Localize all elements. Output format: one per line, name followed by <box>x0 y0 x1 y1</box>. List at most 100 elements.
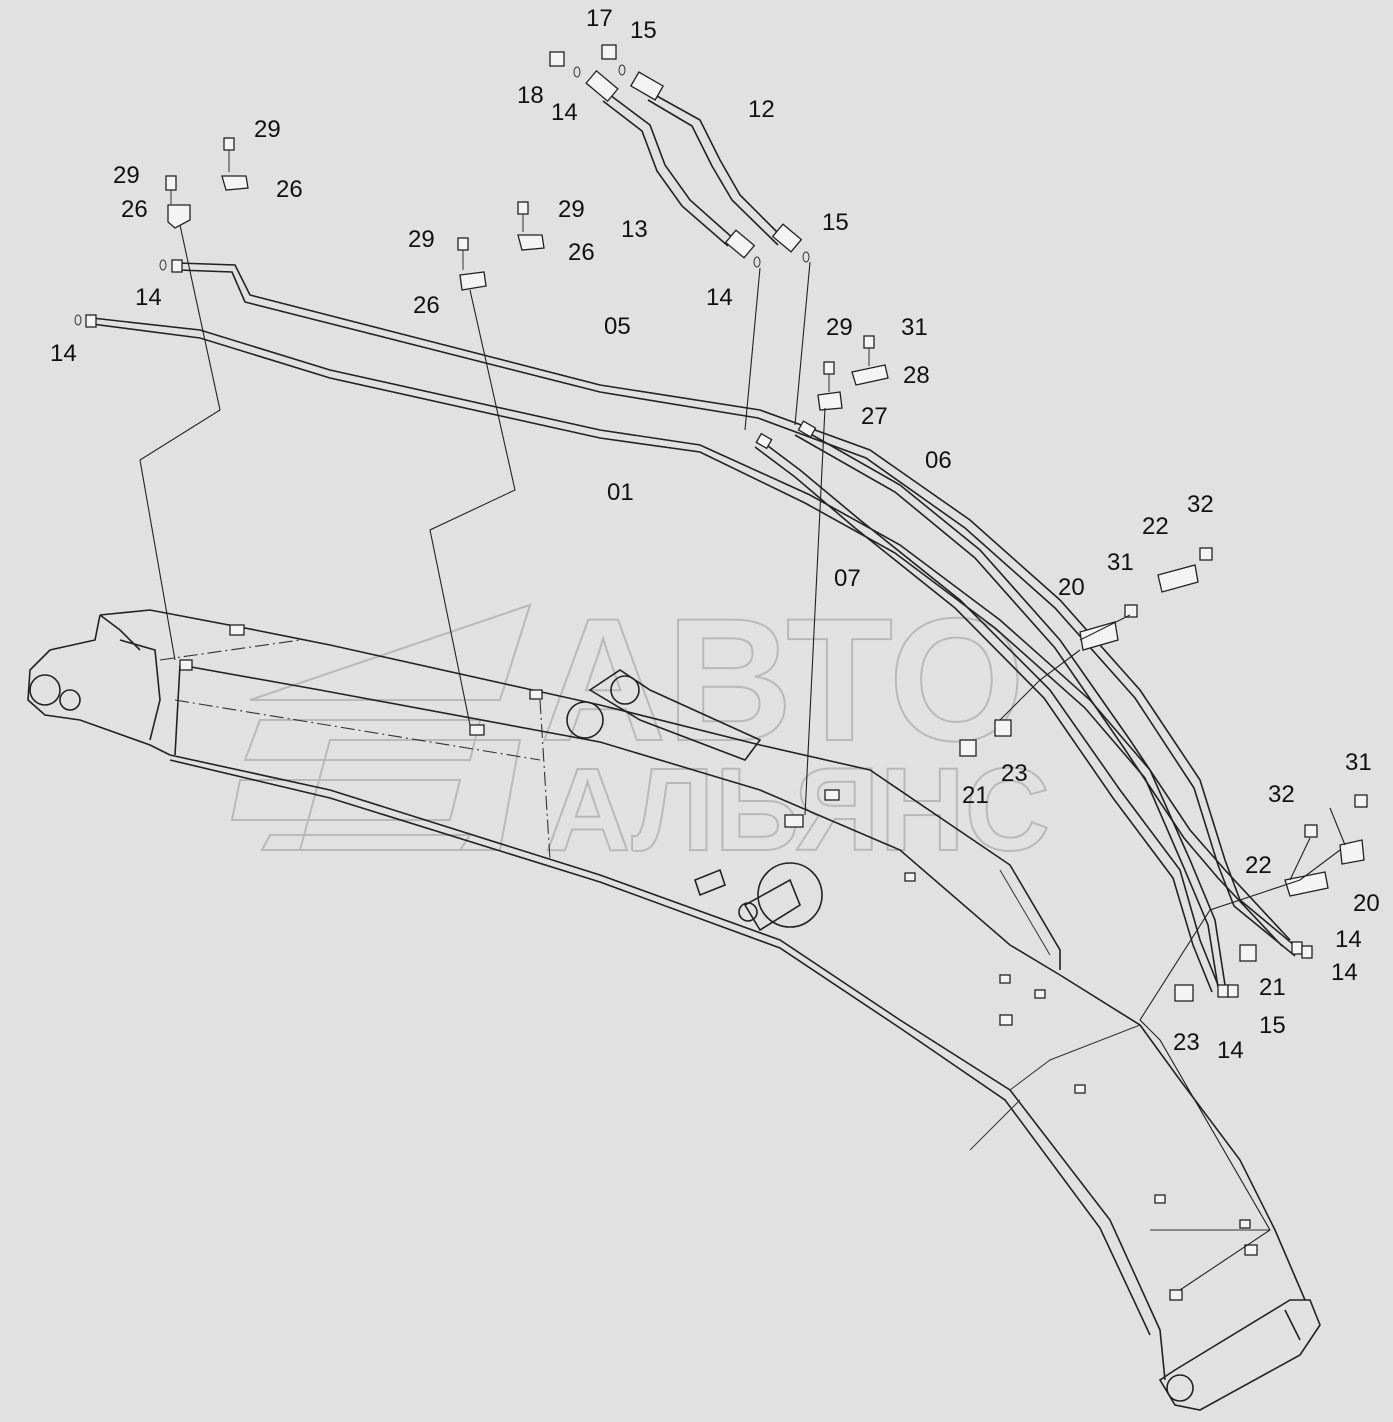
clamp-26 <box>221 175 249 191</box>
pipe-end-fitting <box>1217 984 1229 998</box>
bolt-29 <box>223 137 235 151</box>
callout-15: 15 <box>630 17 657 44</box>
hose-end-fitting <box>629 71 665 101</box>
clamp-20 <box>1079 621 1119 651</box>
hose-end-fitting <box>585 69 619 103</box>
callout-29: 29 <box>826 314 853 341</box>
callout-22: 22 <box>1142 513 1169 540</box>
callout-23: 23 <box>1001 760 1028 787</box>
callout-14: 14 <box>1331 959 1358 986</box>
hose-13 <box>585 69 756 259</box>
clamp-21 <box>959 739 977 757</box>
callout-05: 05 <box>604 313 631 340</box>
clamp-23 <box>1174 984 1194 1002</box>
clamps <box>165 137 1368 1002</box>
pipe-end-fitting <box>1301 945 1313 959</box>
callout-17: 17 <box>586 5 613 32</box>
clamp-26 <box>517 234 545 251</box>
o-ring <box>74 314 82 326</box>
leader-lines <box>139 224 1346 1291</box>
callout-31: 31 <box>1107 549 1134 576</box>
callout-20: 20 <box>1353 890 1380 917</box>
callout-29: 29 <box>558 196 585 223</box>
clamp-seat <box>1034 989 1046 999</box>
clamp-seat <box>469 724 485 736</box>
callout-20: 20 <box>1058 574 1085 601</box>
clamp-seat <box>904 872 916 882</box>
callout-01: 01 <box>607 479 634 506</box>
clamp-seat <box>1074 1084 1086 1094</box>
o-ring <box>802 251 810 263</box>
callout-26: 26 <box>121 196 148 223</box>
clamp-seat <box>824 789 840 801</box>
clamp-23 <box>994 719 1012 737</box>
o-ring <box>573 66 581 78</box>
callout-labels: 17 15 18 14 12 13 15 14 29 26 29 26 29 2… <box>50 5 1380 1064</box>
callout-14: 14 <box>135 284 162 311</box>
callout-23: 23 <box>1173 1029 1200 1056</box>
callout-27: 27 <box>861 403 888 430</box>
bolt-29 <box>823 361 835 375</box>
clamp-21 <box>1239 944 1257 962</box>
bolt-29 <box>165 175 177 191</box>
clamp-26 <box>459 271 487 291</box>
hose-12 <box>629 71 803 253</box>
pipe-07 <box>754 439 1221 993</box>
callout-29: 29 <box>113 162 140 189</box>
clamp-20 <box>1339 839 1365 865</box>
o-ring <box>618 64 626 76</box>
hose-end-fitting <box>724 229 756 259</box>
watermark-line1: АВТО <box>540 583 1025 778</box>
clamp-27 <box>817 391 843 411</box>
callout-15: 15 <box>1259 1012 1286 1039</box>
plug-17 <box>601 44 617 60</box>
clamp-22 <box>1157 564 1199 593</box>
callout-22: 22 <box>1245 852 1272 879</box>
bolt-31 <box>863 335 875 349</box>
clamp-seat <box>1244 1244 1258 1256</box>
clamp-seat <box>1169 1289 1183 1301</box>
callout-12: 12 <box>748 96 775 123</box>
clamp-seat <box>1154 1194 1166 1204</box>
pipe-01 <box>91 317 1226 988</box>
clamp-seat <box>999 1014 1013 1026</box>
pipe-end-fitting <box>85 314 97 328</box>
callout-07: 07 <box>834 565 861 592</box>
pipe-05 <box>177 262 1301 957</box>
pipe-end-fitting <box>1291 941 1303 955</box>
bolt-32 <box>1304 824 1318 838</box>
bolt-31 <box>1124 604 1138 618</box>
callout-32: 32 <box>1268 781 1295 808</box>
watermark-line2: АЛЬЯНС <box>545 744 1050 876</box>
clamp-seat <box>784 814 804 828</box>
callout-06: 06 <box>925 447 952 474</box>
pipe-end-fitting <box>797 420 817 438</box>
callout-28: 28 <box>903 362 930 389</box>
bolt-32 <box>1199 547 1213 561</box>
callout-21: 21 <box>962 782 989 809</box>
callout-29: 29 <box>254 116 281 143</box>
callout-32: 32 <box>1187 491 1214 518</box>
callout-29: 29 <box>408 226 435 253</box>
callout-31: 31 <box>901 314 928 341</box>
clamp-26 <box>167 204 191 229</box>
watermark: АВТО АЛЬЯНС <box>230 582 1051 877</box>
clamp-28 <box>851 364 889 386</box>
clamp-seat <box>179 659 193 671</box>
boom-assembly <box>27 609 1321 1411</box>
bolt-29 <box>457 237 469 251</box>
clamp-seat <box>999 974 1011 984</box>
bolt-29 <box>517 201 529 215</box>
pipe-end-fitting <box>755 432 773 450</box>
callout-21: 21 <box>1259 974 1286 1001</box>
o-ring <box>159 259 167 271</box>
callout-31: 31 <box>1345 749 1372 776</box>
clamp-seat <box>1239 1219 1251 1229</box>
pipe-end-fitting <box>171 259 183 273</box>
callout-26: 26 <box>568 239 595 266</box>
clamp-seat <box>229 624 245 636</box>
callout-15: 15 <box>822 209 849 236</box>
callout-14: 14 <box>50 340 77 367</box>
